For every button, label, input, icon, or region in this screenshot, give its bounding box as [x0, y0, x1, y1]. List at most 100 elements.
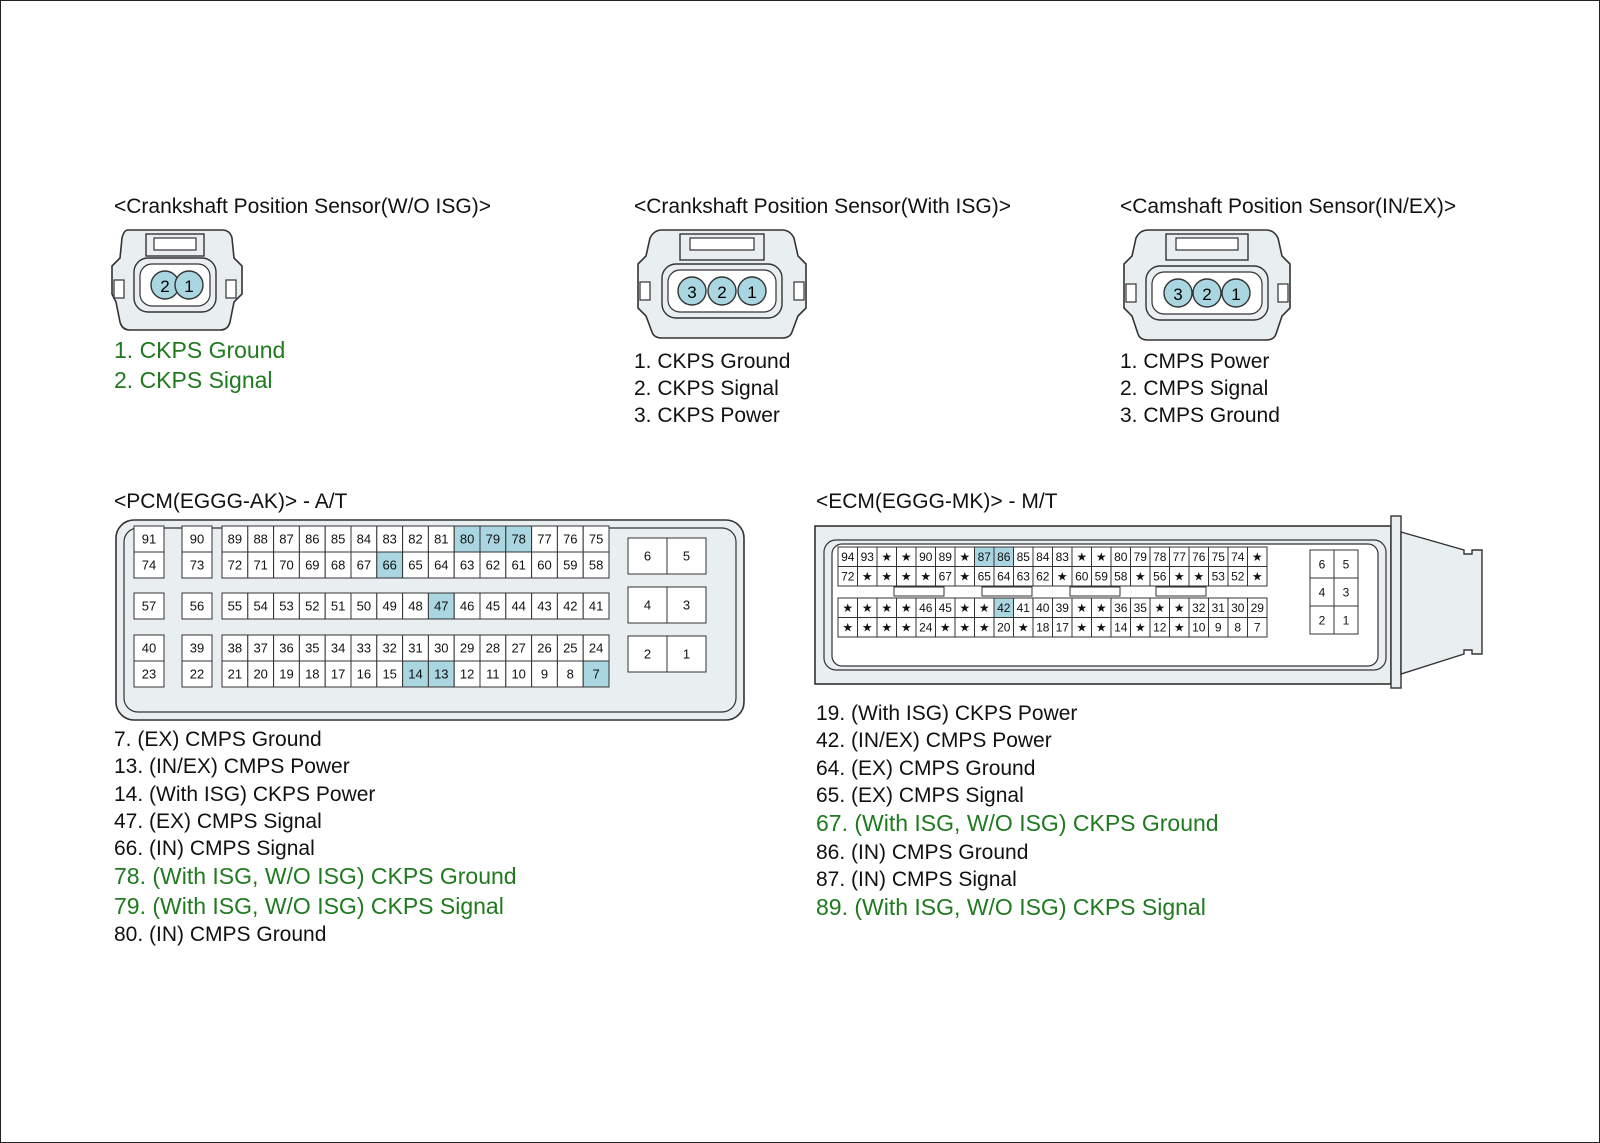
ecm-pin-label: 42 — [997, 601, 1011, 615]
pcm-pin-cell — [666, 586, 707, 624]
ecm-pin-label: ★ — [1174, 570, 1185, 584]
pcm-pin-list: 7. (EX) CMPS Ground 13. (IN/EX) CMPS Pow… — [114, 726, 517, 949]
pcm-pin-label: 84 — [357, 532, 371, 547]
ecm-pin-label: 35 — [1134, 601, 1148, 615]
pcm-pin-label: 31 — [408, 641, 422, 656]
pcm-pin-desc: 78. (With ISG, W/O ISG) CKPS Ground — [114, 863, 517, 890]
pcm-pin-cell — [531, 592, 558, 620]
pcm-pin-label: 88 — [253, 532, 267, 547]
ecm-pin-label: 39 — [1056, 601, 1070, 615]
pcm-pin-cell — [247, 660, 275, 688]
pcm-pin-cell — [298, 551, 326, 579]
ecm-pin-label: ★ — [1096, 550, 1107, 564]
ecm-pin-label: ★ — [1174, 621, 1185, 635]
pcm-pin-label: 44 — [511, 599, 525, 614]
pcm-pin-cell — [582, 551, 610, 579]
pcm-pin-label: 80 — [460, 532, 474, 547]
pcm-pin-cell — [298, 592, 326, 620]
pcm-pin-label: 23 — [142, 667, 156, 682]
pcm-pin-cell — [247, 634, 275, 662]
pcm-pin-label: 60 — [537, 558, 551, 573]
ecm-pin-label: 72 — [841, 570, 855, 584]
pcm-pin-desc: 13. (IN/EX) CMPS Power — [114, 755, 350, 779]
pcm-pin-label: 67 — [357, 558, 371, 573]
ecm-pin-label: 53 — [1212, 570, 1226, 584]
ecm-pin-label: ★ — [1252, 550, 1263, 564]
ecm-pin-label: 77 — [1173, 550, 1187, 564]
pcm-pin-label: 75 — [589, 532, 603, 547]
pcm-pin-label: 52 — [305, 599, 319, 614]
ecm-pin-list: 19. (With ISG) CKPS Power 42. (IN/EX) CM… — [816, 700, 1219, 923]
pcm-pin-cell — [556, 634, 584, 662]
pcm-pin-cell — [324, 551, 352, 579]
pcm-pin-label: 10 — [511, 667, 525, 682]
ecm-pin-label: 79 — [1134, 550, 1148, 564]
pcm-pin-cell — [531, 634, 558, 662]
ecm-pin-label: 20 — [997, 621, 1011, 635]
sensor2-connector: 3 2 1 — [637, 229, 807, 339]
ecm-pin-cell — [1333, 549, 1359, 579]
pcm-pin-label: 59 — [563, 558, 577, 573]
pcm-pin-cell — [531, 551, 558, 579]
pcm-pin-cell — [479, 592, 507, 620]
pcm-pin-label: 30 — [434, 641, 448, 656]
ecm-pin-label: 14 — [1114, 621, 1128, 635]
pcm-pin-label: 14 — [408, 667, 422, 682]
sensor2-pin: 3 — [687, 283, 696, 302]
sensor2-pin-desc: 2. CKPS Signal — [634, 377, 779, 400]
ecm-pin-label: 29 — [1251, 601, 1265, 615]
pcm-pin-cell — [505, 592, 533, 620]
pcm-pin-cell — [247, 551, 275, 579]
pcm-pin-desc: 80. (IN) CMPS Ground — [114, 923, 327, 947]
ecm-pin-label: 41 — [1017, 601, 1031, 615]
ecm-pin-cell — [1309, 577, 1335, 607]
pcm-pin-cell — [273, 660, 300, 688]
sensor1-pin: 1 — [184, 277, 193, 296]
ecm-pin-label: ★ — [901, 550, 912, 564]
ecm-pin-label: 3 — [1343, 585, 1350, 599]
pcm-pin-label: 22 — [190, 667, 204, 682]
pcm-pin-cell — [376, 592, 404, 620]
pcm-pin-label: 47 — [434, 599, 448, 614]
ecm-latch-slot — [1155, 586, 1207, 597]
pcm-pin-cell — [531, 660, 558, 688]
pcm-pin-label: 65 — [408, 558, 422, 573]
pcm-pin-label: 12 — [460, 667, 474, 682]
ecm-pin-label: ★ — [940, 621, 951, 635]
pcm-pin-cell — [133, 525, 165, 553]
sensor2-pin: 2 — [717, 283, 726, 302]
ecm-pin-label: ★ — [979, 621, 990, 635]
pcm-pin-cell — [505, 634, 533, 662]
sensor3-pin: 1 — [1231, 285, 1240, 304]
pcm-pin-label: 3 — [683, 598, 690, 613]
ecm-pin-label: ★ — [1252, 570, 1263, 584]
sensor2-pin-desc: 3. CKPS Power — [634, 404, 780, 427]
pcm-pin-cell — [324, 660, 352, 688]
pcm-pin-label: 70 — [279, 558, 293, 573]
pcm-pin-label: 69 — [305, 558, 319, 573]
pcm-pin-label: 35 — [305, 641, 319, 656]
ecm-pin-label: 56 — [1153, 570, 1167, 584]
ecm-pin-desc: 89. (With ISG, W/O ISG) CKPS Signal — [816, 894, 1206, 921]
ecm-pin-label: 9 — [1215, 621, 1222, 635]
ecm-pin-label: ★ — [901, 621, 912, 635]
pcm-pin-label: 54 — [253, 599, 267, 614]
ecm-pin-label: ★ — [1057, 570, 1068, 584]
ecm-pin-label: ★ — [901, 570, 912, 584]
ecm-pin-desc: 19. (With ISG) CKPS Power — [816, 702, 1078, 725]
pcm-pin-desc: 47. (EX) CMPS Signal — [114, 809, 322, 833]
ecm-pin-label: 8 — [1234, 621, 1241, 635]
pcm-pin-label: 29 — [460, 641, 474, 656]
sensor2-pin-desc: 1. CKPS Ground — [634, 350, 791, 373]
pcm-pin-label: 15 — [382, 667, 396, 682]
pcm-pin-cell — [247, 592, 275, 620]
pcm-pin-label: 6 — [644, 549, 651, 564]
ecm-pin-label: ★ — [1096, 601, 1107, 615]
ecm-pin-label: ★ — [1096, 621, 1107, 635]
ecm-pin-label: 87 — [978, 550, 992, 564]
ecm-pin-label: 84 — [1036, 550, 1050, 564]
pcm-pin-label: 9 — [541, 667, 548, 682]
ecm-pin-label: ★ — [862, 621, 873, 635]
